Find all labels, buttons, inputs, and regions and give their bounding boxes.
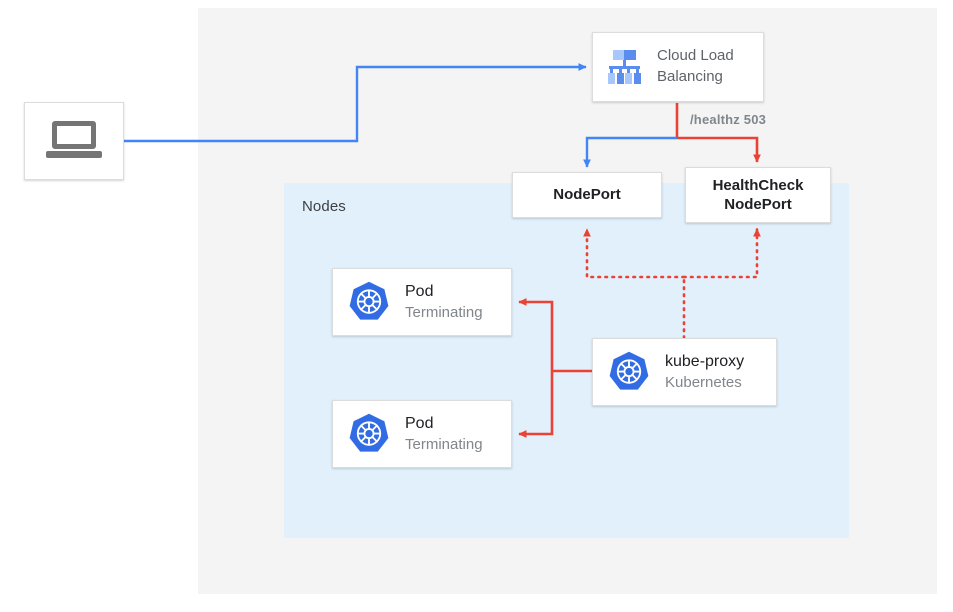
nodeport-label: NodePort: [553, 186, 621, 204]
kube-proxy-text: kube-proxy Kubernetes: [665, 352, 744, 392]
clb-label-line1: Cloud Load: [657, 47, 734, 65]
cloud-load-balancing-icon: [605, 50, 643, 84]
healthz-edge-label: /healthz 503: [690, 112, 767, 127]
pod-node-2[interactable]: Pod Terminating: [332, 400, 512, 468]
cloud-load-balancing-label: Cloud Load Balancing: [657, 46, 734, 87]
pod-node-1-text: Pod Terminating: [405, 282, 483, 322]
pod-node-1-title: Pod: [405, 282, 434, 300]
cloud-load-balancing-node[interactable]: Cloud Load Balancing: [592, 32, 764, 102]
pod-node-2-subtitle: Terminating: [405, 435, 483, 453]
healthcheck-nodeport-label: HealthCheck NodePort: [713, 176, 804, 214]
pod-node-1-subtitle: Terminating: [405, 303, 483, 321]
kubernetes-icon: [609, 351, 649, 390]
nodeport-node[interactable]: NodePort: [512, 172, 662, 218]
pod-node-2-title: Pod: [405, 414, 434, 432]
kube-proxy-node[interactable]: kube-proxy Kubernetes: [592, 338, 777, 406]
kube-proxy-title: kube-proxy: [665, 352, 745, 370]
pod-node-1[interactable]: Pod Terminating: [332, 268, 512, 336]
kube-proxy-subtitle: Kubernetes: [665, 373, 742, 391]
healthcheck-nodeport-label-line2: NodePort: [724, 196, 792, 213]
pod-node-2-text: Pod Terminating: [405, 414, 483, 454]
kubernetes-icon: [349, 413, 389, 452]
healthcheck-nodeport-label-line1: HealthCheck: [712, 176, 804, 194]
client-node[interactable]: [24, 102, 124, 180]
kubernetes-icon: [349, 281, 389, 320]
clb-label-line2: Balancing: [657, 68, 723, 85]
healthcheck-nodeport-node[interactable]: HealthCheck NodePort: [685, 167, 831, 223]
laptop-icon: [46, 121, 102, 161]
nodes-zone-label: Nodes: [302, 198, 346, 215]
